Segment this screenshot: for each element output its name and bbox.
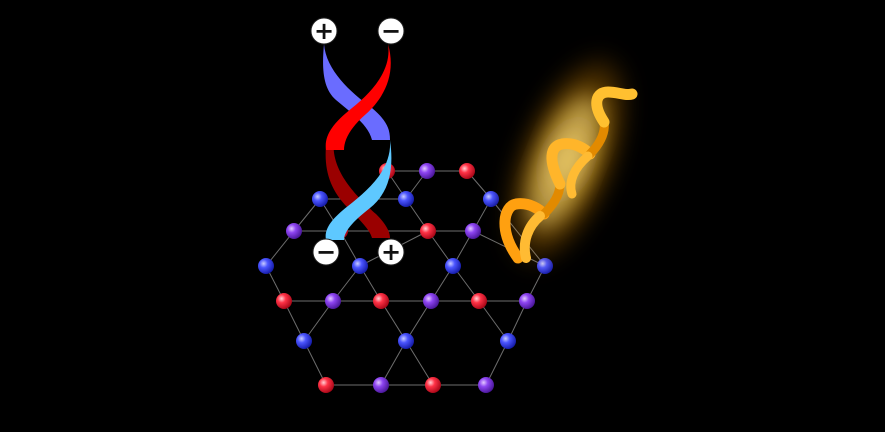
lattice-bond xyxy=(303,300,334,342)
helix-glow-core xyxy=(529,96,601,228)
hexagonal-lattice-icon xyxy=(258,163,553,393)
helix-turn xyxy=(566,151,593,199)
lattice-bond xyxy=(380,340,407,386)
charge-badge-bottom-left: − xyxy=(312,238,340,266)
blue-atom xyxy=(296,333,312,349)
red-atom xyxy=(276,293,292,309)
blue-atom xyxy=(352,258,368,274)
red-strand-back xyxy=(325,140,390,238)
dna-double-helix-icon: + − − + xyxy=(310,17,405,266)
red-atom xyxy=(471,293,487,309)
lattice-bond xyxy=(405,340,434,386)
lattice-bond xyxy=(478,300,509,342)
lattice-bond xyxy=(485,340,509,386)
lattice-bond xyxy=(303,340,327,386)
helix-ribbon xyxy=(499,86,638,264)
blue-atom xyxy=(398,333,414,349)
alpha-helix-icon xyxy=(499,48,638,272)
charge-sign-top-right: − xyxy=(381,17,401,45)
blue-atom xyxy=(398,191,414,207)
helix-turn xyxy=(546,138,596,190)
blue-atom xyxy=(312,191,328,207)
helix-turn xyxy=(499,198,550,264)
blue-atom xyxy=(500,333,516,349)
red-atom xyxy=(459,163,475,179)
charge-badge-bottom-right: + xyxy=(377,238,405,266)
helix-turn xyxy=(519,211,545,263)
red-atom xyxy=(318,377,334,393)
purple-atom xyxy=(373,377,389,393)
lattice-atoms xyxy=(258,163,553,393)
charge-badge-top-left: + xyxy=(310,17,338,45)
blue-atom xyxy=(483,191,499,207)
red-atom xyxy=(420,223,436,239)
charge-sign-top-left: + xyxy=(314,17,334,45)
blue-atom xyxy=(445,258,461,274)
purple-atom xyxy=(325,293,341,309)
red-atom xyxy=(425,377,441,393)
charge-sign-bottom-left: − xyxy=(316,238,336,266)
purple-atom xyxy=(465,223,481,239)
red-strand-front xyxy=(325,44,391,150)
helix-turn xyxy=(591,86,638,128)
charge-sign-bottom-right: + xyxy=(381,238,401,266)
purple-atom xyxy=(519,293,535,309)
charge-badge-top-right: − xyxy=(377,17,405,45)
purple-atom xyxy=(419,163,435,179)
blue-atom xyxy=(258,258,274,274)
blue-strand-back xyxy=(323,44,390,140)
light-blue-strand-front xyxy=(325,140,392,240)
purple-atom xyxy=(478,377,494,393)
red-atom xyxy=(373,293,389,309)
purple-atom xyxy=(423,293,439,309)
purple-atom xyxy=(286,223,302,239)
